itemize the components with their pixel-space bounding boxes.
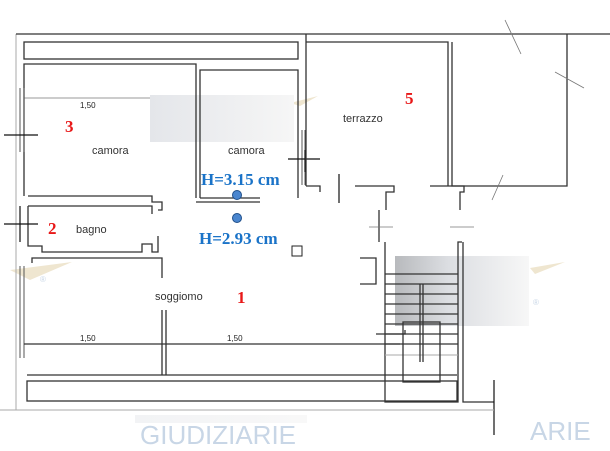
gavel-icon [530, 262, 565, 274]
square-marker [291, 245, 303, 257]
gavel-icon [290, 96, 318, 106]
room-label-bagno: bagno [76, 224, 107, 236]
measurement-label-2: H=2.93 cm [199, 229, 278, 248]
room-number-camera-left: 3 [65, 117, 74, 136]
outer-walls [15, 33, 610, 411]
stairwell [0, 210, 495, 435]
room-label-camera-left: camora [92, 145, 130, 157]
dimension-balcony-left: 1,50 [80, 334, 96, 343]
room-number-soggiorno: 1 [237, 288, 246, 307]
measurement-label-1: H=3.15 cm [201, 170, 280, 189]
dimension-balcony-right: 1,50 [227, 334, 243, 343]
watermark: GIUDIZIARIE ARIE ® ® [10, 96, 591, 450]
room-camera-left: 1,50 3 camora [4, 63, 197, 211]
redacted-block-bottom [135, 415, 307, 423]
dimension-camera-top: 1,50 [80, 101, 96, 110]
measurement-point-2[interactable] [232, 213, 242, 223]
gavel-icon [10, 262, 72, 280]
room-label-camera-right: camora [228, 145, 266, 157]
watermark-text-center: GIUDIZIARIE [140, 420, 296, 450]
redacted-block-right [395, 256, 529, 326]
watermark-registered-left: ® [40, 275, 46, 284]
room-camera-right: camora [196, 69, 320, 203]
room-number-terrazzo: 5 [405, 89, 414, 108]
watermark-registered-right: ® [533, 298, 539, 307]
room-terrazzo: 5 terrazzo [305, 19, 585, 210]
measurement-point-1[interactable] [232, 190, 242, 200]
room-bagno: 2 bagno [4, 205, 159, 253]
room-soggiorno: soggiomo 1 1,50 1,50 [19, 245, 406, 375]
watermark-text-left: ARIE [530, 416, 591, 446]
measurements: H=3.15 cm H=2.93 cm [199, 170, 280, 248]
redacted-block-top [150, 95, 294, 142]
room-label-terrazzo: terrazzo [343, 113, 383, 125]
redacted-areas [135, 95, 529, 423]
room-number-bagno: 2 [48, 219, 57, 238]
room-label-soggiorno: soggiomo [155, 291, 203, 303]
